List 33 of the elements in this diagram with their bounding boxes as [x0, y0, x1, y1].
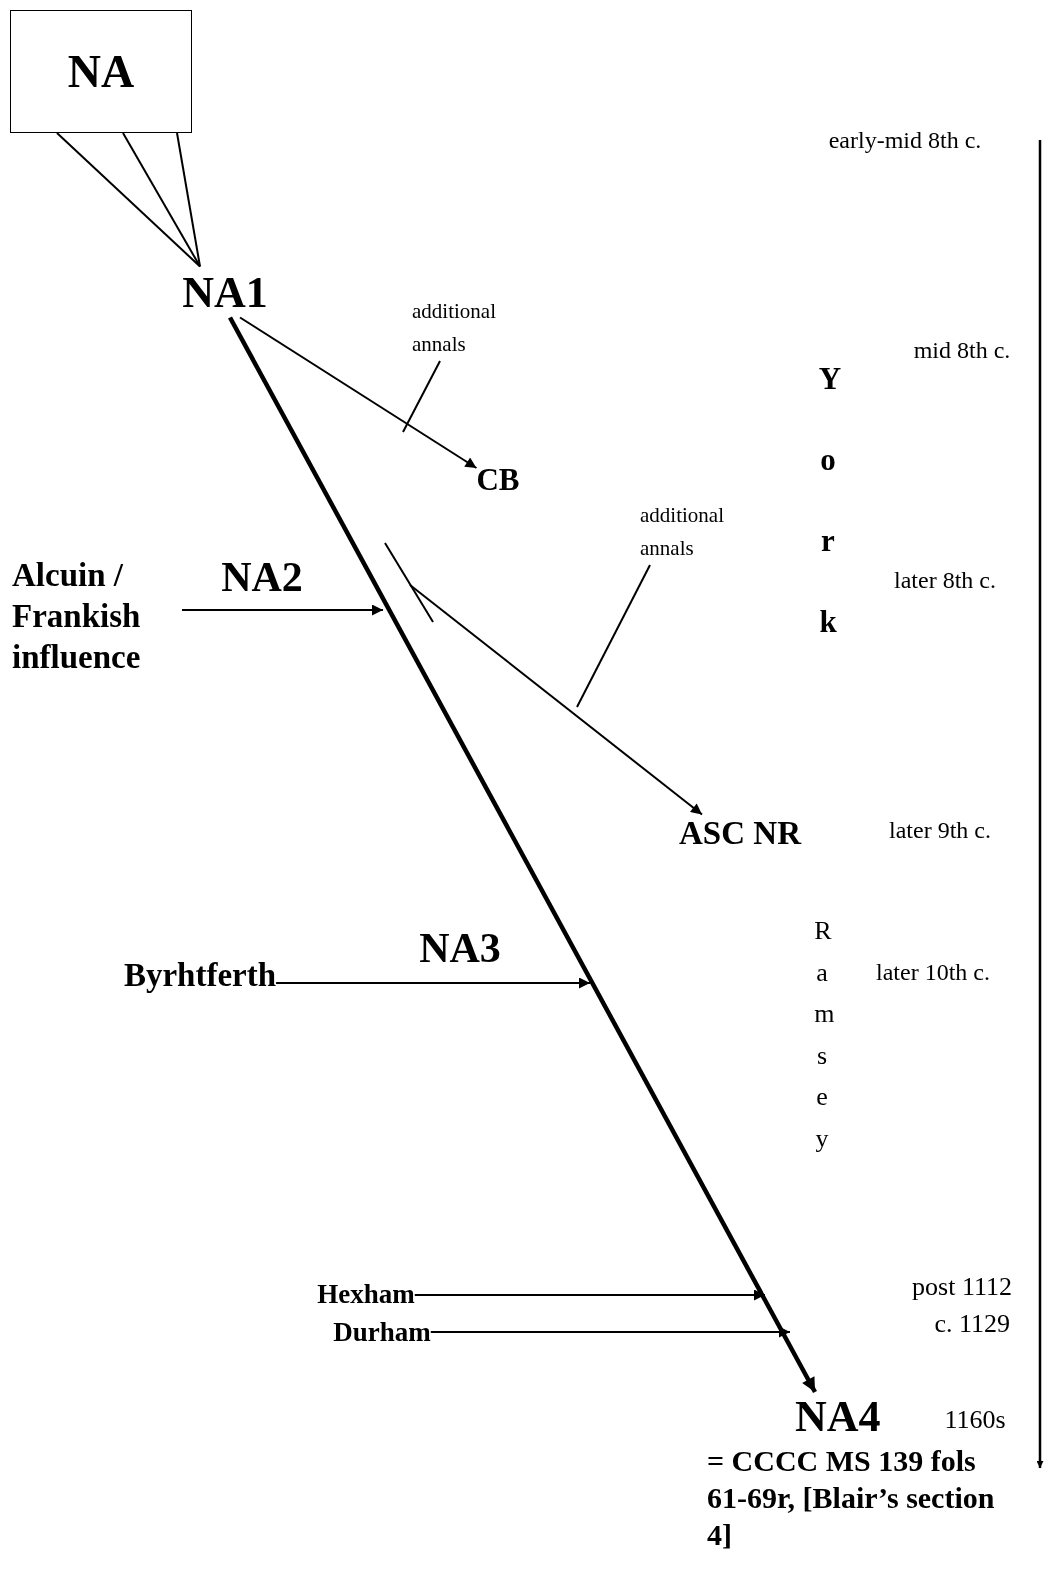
- node-label: CB: [476, 462, 520, 498]
- date-label: later 8th c.: [894, 566, 996, 594]
- date-label: c. 1129: [934, 1309, 1010, 1339]
- title-box: NA: [10, 10, 192, 133]
- line: [122, 132, 201, 268]
- arrow: [228, 316, 817, 1394]
- date-label: post 1112: [912, 1272, 1012, 1302]
- date-label: 1160s: [944, 1405, 1006, 1435]
- leader-line: [402, 360, 441, 433]
- date-label: early-mid 8th c.: [828, 126, 982, 154]
- source-label: Durham: [333, 1316, 431, 1348]
- source-label: Hexham: [317, 1278, 415, 1310]
- node-label: ASC NR: [679, 814, 801, 852]
- annotation-text: additional annals: [412, 295, 522, 361]
- arrow: [181, 604, 384, 616]
- date-label: later 10th c.: [876, 958, 990, 986]
- leader-line: [576, 564, 651, 708]
- stage-label: NA2: [221, 553, 303, 601]
- date-label: later 9th c.: [889, 816, 991, 844]
- line: [56, 132, 201, 268]
- stage-label: NA3: [419, 924, 501, 972]
- annotation-text: additional annals: [640, 499, 750, 565]
- node-label: NA1: [182, 266, 268, 318]
- date-label: mid 8th c.: [913, 336, 1011, 364]
- node-label: NA4: [795, 1392, 881, 1442]
- arrow: [275, 977, 591, 989]
- arrow: [429, 1326, 791, 1338]
- manuscript-note: = CCCC MS 139 fols 61-69r, [Blair’s section 4]: [707, 1443, 996, 1553]
- arrow: [413, 1289, 766, 1301]
- source-label: Alcuin / Frankish influence: [12, 555, 184, 678]
- arrow: [239, 316, 478, 469]
- line: [176, 132, 201, 268]
- source-label: Byrhtferth: [123, 956, 277, 994]
